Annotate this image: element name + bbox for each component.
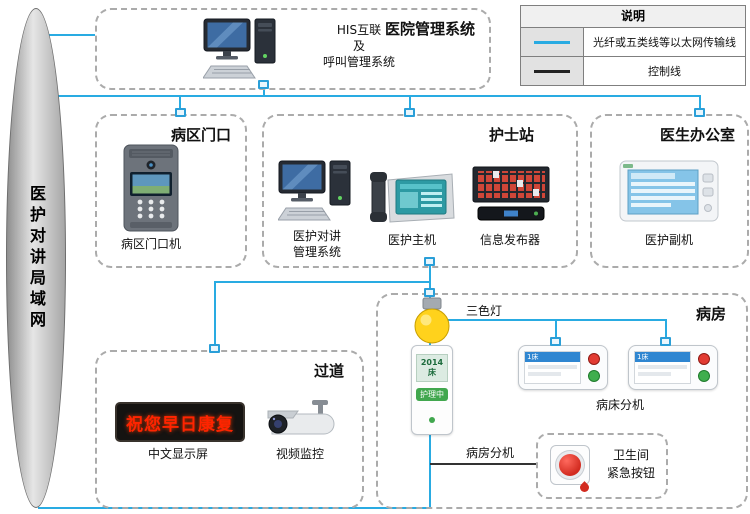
tri-color-light-label: 三色灯 (465, 304, 502, 318)
bed-unit-buttons (696, 351, 712, 384)
his-computer-icon (203, 18, 276, 79)
zone-corridor: 过道 祝您早日康复 中文显示屏 视频监控 (95, 350, 364, 509)
legend-label-control: 控制线 (648, 65, 681, 78)
intercom-management-label-line1: 医护对讲 (292, 229, 341, 243)
network-port-marker (660, 337, 671, 346)
ethernet-bus-line (55, 95, 701, 97)
legend-sample-cell (521, 28, 584, 56)
ethernet-line-hospital-drop (263, 84, 265, 96)
ethernet-line-to-bed-unit-2 (665, 319, 667, 344)
bed-unit-screen-line (528, 372, 561, 376)
emergency-button-area: 卫生间 紧急按钮 (536, 433, 668, 499)
zone-title-corridor: 过道 (313, 362, 344, 380)
bed-unit-screen-header: 1床 (525, 352, 580, 362)
door-station-icon (123, 144, 179, 232)
ethernet-line-to-corridor (214, 281, 216, 350)
legend-row-ethernet: 光纤或五类线等以太网传输线 (521, 28, 745, 56)
legend-sample-cell (521, 57, 584, 85)
zone-ward-room: 病房 三色灯 2014床 护理中 病房分机 1床 1床 (376, 293, 748, 509)
emergency-button-label: 卫生间 紧急按钮 (600, 446, 662, 482)
legend-row-control: 控制线 (521, 56, 745, 85)
emergency-label-line2: 紧急按钮 (606, 466, 655, 480)
his-system-line1: HIS互联 (336, 23, 382, 37)
ethernet-line-bed-branch (429, 319, 667, 321)
bed-unit-screen: 1床 (634, 351, 691, 384)
bed-unit-screen-line (638, 365, 687, 369)
intercom-management-label-line2: 管理系统 (292, 245, 341, 259)
zone-title-doctor-office: 医生办公室 (659, 126, 735, 144)
zone-hospital-management: 医院管理系统 HIS互联 及 呼叫管理系统 (95, 8, 491, 90)
zone-title-ward-entrance: 病区门口 (170, 126, 231, 144)
bed-unit-screen-header: 1床 (635, 352, 690, 362)
assistant-unit-icon (619, 160, 719, 222)
zone-nurse-station: 护士站 医护对讲 管理系统 (262, 114, 578, 268)
network-port-marker (209, 344, 220, 353)
intercom-management-label: 医护对讲 管理系统 (272, 228, 362, 260)
control-line-to-emergency-button (430, 463, 536, 465)
door-station-label: 病区门口机 (120, 237, 181, 251)
legend-title: 说明 (521, 6, 745, 28)
room-extension-unit: 2014床 护理中 (411, 345, 453, 435)
network-port-marker (404, 108, 415, 117)
legend-label-ethernet: 光纤或五类线等以太网传输线 (593, 36, 736, 49)
zone-ward-entrance: 病区门口 病区门口机 (95, 114, 247, 268)
ethernet-line-to-doctor-office (699, 95, 701, 115)
chinese-led-display: 祝您早日康复 (115, 402, 245, 442)
ethernet-line-to-ward-entrance (179, 95, 181, 115)
call-button (698, 353, 710, 366)
legend: 说明 光纤或五类线等以太网传输线 控制线 (520, 5, 746, 86)
network-port-marker (424, 257, 435, 266)
room-unit-status-badge: 护理中 (416, 388, 448, 401)
ethernet-line-sample (534, 40, 570, 44)
lan-ellipse: 医护对讲局域网 (6, 8, 66, 508)
his-system-label: HIS互联 及 呼叫管理系统 (289, 22, 429, 70)
emergency-button-device (550, 445, 590, 485)
control-line-sample (534, 69, 570, 73)
zone-doctor-office: 医生办公室 医护副机 (590, 114, 749, 268)
network-port-marker (694, 108, 705, 117)
bed-unit-screen: 1床 (524, 351, 581, 384)
bed-unit-screen-line (638, 372, 671, 376)
ethernet-line-lan-to-hospital (48, 34, 95, 36)
ethernet-line-to-bed-unit-1 (555, 319, 557, 344)
master-phone-label: 医护主机 (387, 233, 436, 247)
network-port-marker (424, 288, 435, 297)
ethernet-line-to-nurse-station (409, 95, 411, 115)
emergency-label-line1: 卫生间 (612, 448, 649, 462)
info-publisher-icon (472, 166, 550, 221)
bed-unit-buttons (586, 351, 602, 384)
emergency-button (559, 454, 581, 476)
room-unit-screen: 2014床 (416, 354, 448, 382)
network-port-marker (550, 337, 561, 346)
ethernet-line-corridor-branch (214, 281, 431, 283)
led-display-text: 祝您早日康复 (126, 414, 234, 435)
cctv-camera-icon (267, 400, 335, 435)
master-phone-icon (370, 172, 455, 223)
lan-label: 医护对讲局域网 (27, 184, 46, 332)
cancel-call-button (588, 369, 600, 382)
network-port-marker (258, 80, 269, 89)
network-port-marker (175, 108, 186, 117)
bed-unit-screen-line (528, 365, 577, 369)
zone-title-ward-room: 病房 (695, 305, 726, 323)
call-button (588, 353, 600, 366)
bed-extension-label: 病床分机 (595, 398, 644, 412)
led-display-label: 中文显示屏 (147, 447, 208, 461)
ethernet-line-room-unit-drop (429, 432, 431, 509)
tri-color-light-icon (414, 297, 450, 344)
assistant-unit-label: 医护副机 (644, 233, 693, 247)
zone-title-nurse-station: 护士站 (488, 126, 534, 144)
zone-title-hospital: 医院管理系统 (384, 20, 475, 38)
intercom-management-computer-icon (278, 160, 351, 221)
his-system-line2: 及 (352, 39, 365, 53)
room-extension-label: 病房分机 (465, 446, 514, 460)
camera-label: 视频监控 (275, 447, 324, 461)
bed-extension-unit: 1床 (628, 345, 718, 390)
his-system-line3: 呼叫管理系统 (322, 55, 395, 69)
room-unit-led (429, 417, 435, 423)
bed-extension-unit: 1床 (518, 345, 608, 390)
cancel-call-button (698, 369, 710, 382)
info-publisher-label: 信息发布器 (479, 233, 540, 247)
